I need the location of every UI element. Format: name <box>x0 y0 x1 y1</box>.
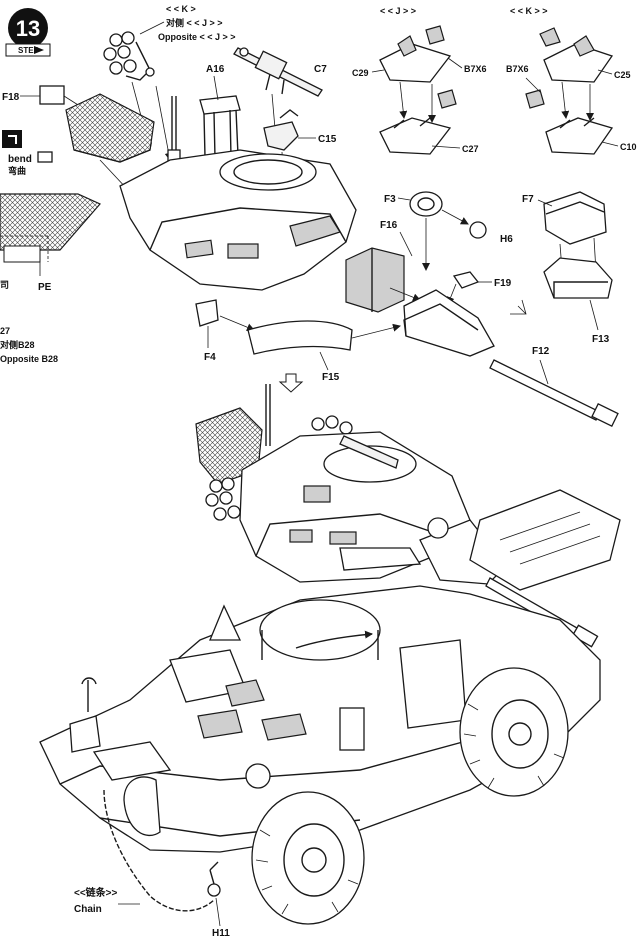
assembled-turret <box>195 384 599 648</box>
part-f18-shape <box>39 85 65 105</box>
label-c7: C7 <box>314 64 327 75</box>
callout-chain-cn: <<链条>> <box>74 886 118 899</box>
label-b7x6-j: B7X6 <box>464 64 487 74</box>
label-f18: F18 <box>2 92 20 103</box>
label-c25: C25 <box>614 70 631 80</box>
label-c15: C15 <box>318 134 337 145</box>
assembled-turret-ring <box>323 445 417 483</box>
label-f12: F12 <box>532 346 550 357</box>
hull-vent <box>209 604 242 641</box>
callout-k-header: < < K > > <box>510 6 548 16</box>
part-f4 <box>195 299 219 327</box>
smoke-launcher-cluster <box>103 31 155 81</box>
mantlet-exploded: F3 H6 F16 F19 F12 F4 F15 <box>195 191 619 427</box>
assembled-machine-gun <box>339 435 399 469</box>
hull-side-door <box>399 639 467 729</box>
label-f15: F15 <box>322 372 340 383</box>
side-note-opposite-cn: 对侧B28 <box>0 339 35 350</box>
label-c29: C29 <box>352 68 369 78</box>
f7-f13-assembly: F7 F13 <box>522 191 613 345</box>
label-f4: F4 <box>204 352 216 363</box>
part-f19 <box>452 271 480 289</box>
hull-turret-opening <box>259 599 381 661</box>
wheel-front <box>251 791 365 925</box>
part-f3 <box>409 191 443 217</box>
upper-turret-assembly: < < K > 对侧 < < J > > Opposite < < J > > … <box>65 4 357 291</box>
side-note-fragment: 司 <box>0 280 9 290</box>
label-b7x6-k: B7X6 <box>506 64 529 74</box>
part-c7-machine-gun <box>233 47 323 97</box>
part-f7 <box>543 191 607 245</box>
label-pe: PE <box>38 282 52 293</box>
callout-k-cn: 对侧 < < J > > <box>166 17 223 28</box>
wheel-rear <box>459 667 569 797</box>
label-c27: C27 <box>462 144 479 154</box>
label-f16: F16 <box>380 220 398 231</box>
part-f12-barrel <box>489 359 601 421</box>
label-f3: F3 <box>384 194 396 205</box>
part-h6 <box>469 221 487 239</box>
callout-k-opposite: Opposite < < J > > <box>158 32 236 42</box>
tow-chain: <<链条>> Chain H11 <box>74 789 230 939</box>
turret-mantlet-opening <box>289 215 341 247</box>
pe-mesh-sheet <box>0 193 101 251</box>
turret-body <box>119 149 357 291</box>
gun-housing <box>403 289 495 357</box>
step-word: STEP <box>18 46 40 55</box>
wheel-far-front <box>123 776 161 837</box>
part-c15-mount <box>263 109 299 151</box>
part-f15 <box>247 320 353 355</box>
label-f19: F19 <box>494 278 512 289</box>
step-number: 13 <box>16 16 40 41</box>
step-badge: 13 STEP <box>5 8 51 57</box>
label-f13: F13 <box>592 334 610 345</box>
k-subassembly: < < K > > B7X6 C25 C10 <box>506 6 637 155</box>
hull-mirror <box>81 677 97 712</box>
label-c10: C10 <box>620 142 637 152</box>
callout-k-top: < < K > <box>166 4 196 14</box>
assembled-smoke-launchers <box>205 415 353 521</box>
part-f16 <box>345 247 405 313</box>
callout-chain-en: Chain <box>74 904 102 915</box>
bend-label-zh: 弯曲 <box>8 165 26 176</box>
label-f7: F7 <box>522 194 534 205</box>
pe-sheet-area: F18 bend 弯曲 PE 司 27 对侧B28 Opposite B28 <box>0 85 101 364</box>
label-a16: A16 <box>206 64 225 75</box>
direction-hint-arrow <box>510 299 527 315</box>
callout-j-header: < < J > > <box>380 6 416 16</box>
label-h6: H6 <box>500 234 513 245</box>
rotation-arrow <box>295 630 373 649</box>
bend-label-en: bend <box>8 154 32 165</box>
label-h11: H11 <box>212 928 230 939</box>
side-note-opposite-en: Opposite B28 <box>0 354 58 364</box>
j-subassembly: < < J > > C29 B7X6 C27 <box>352 6 487 155</box>
bend-icon <box>2 130 22 148</box>
assembly-down-arrow <box>278 373 304 393</box>
side-note-27: 27 <box>0 326 10 336</box>
hull-wheel-hub-front <box>245 763 271 789</box>
vehicle-hull <box>39 489 621 853</box>
